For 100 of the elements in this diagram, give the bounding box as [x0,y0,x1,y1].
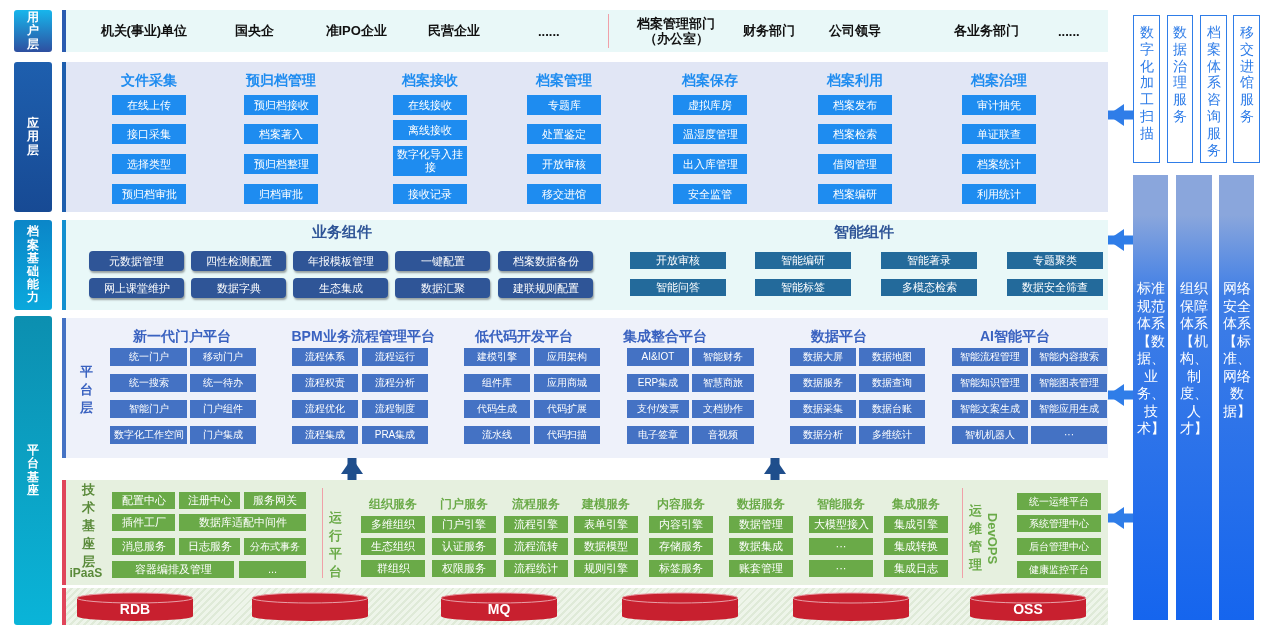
module-box: ··· [809,538,873,555]
module-box: 日志服务 [179,538,240,555]
arrow [1108,104,1133,126]
layer-band [62,318,1108,458]
module-box: 门户引擎 [432,516,496,533]
database-cylinder [251,592,369,622]
module-box: 数据查询 [859,374,925,392]
module-box: 专题库 [527,95,601,115]
module-box: 智能财务 [692,348,754,366]
arrow [764,458,786,480]
section-heading: 组织服务 [369,495,417,513]
module-box: 数字化工作空间 [110,426,187,444]
module-box: 年报模板管理 [293,251,388,271]
arrow [1108,384,1133,406]
module-box: 流程流转 [504,538,568,555]
layer-tab: 应用层 [14,62,52,212]
module-box: 数据服务 [790,374,856,392]
module-box: 开放审核 [527,154,601,174]
module-box: 代码生成 [464,400,530,418]
module-box: 生态集成 [293,278,388,298]
arrow [1108,229,1133,251]
module-box: 档案编研 [818,184,892,204]
module-box: 数据采集 [790,400,856,418]
module-box: 离线接收 [393,120,467,140]
module-box: 数字化导入挂接 [393,146,467,176]
module-box: 智能标签 [755,279,851,296]
module-box: 标签服务 [649,560,713,577]
module-box: 门户集成 [190,426,256,444]
module-box: 智能图表管理 [1031,374,1107,392]
module-box: 处置鉴定 [527,124,601,144]
section-heading: 流程服务 [512,495,560,513]
module-box: 数据台账 [859,400,925,418]
module-box: 档案检索 [818,124,892,144]
module-box: AI&IOT [627,348,689,366]
module-box: 流程分析 [362,374,428,392]
module-box: 归档审批 [244,184,318,204]
module-box: 预归档审批 [112,184,186,204]
module-box: 数据集成 [729,538,793,555]
module-box: 多维组织 [361,516,425,533]
module-box: ··· [809,560,873,577]
module-box: 预归档整理 [244,154,318,174]
module-box: 智慧商旅 [692,374,754,392]
module-box: 智能知识管理 [952,374,1028,392]
module-box: 存储服务 [649,538,713,555]
section-heading: 低代码开发平台 [475,328,573,346]
user-group-label: 国央企 [234,22,274,40]
user-group-label: 财务部门 [743,22,795,40]
storage-band [62,588,1108,625]
module-box: 在线上传 [112,95,186,115]
module-box: 健康监控平台 [1017,561,1101,578]
layer-label: 运行平台 [327,509,343,581]
database-cylinder: OSS [969,592,1087,622]
module-box: 移动门户 [190,348,256,366]
module-box: 数据大屏 [790,348,856,366]
section-heading: 档案保存 [682,72,738,90]
module-box: 集成日志 [884,560,948,577]
database-cylinder [792,592,910,622]
section-heading: BPM业务流程管理平台 [291,328,435,346]
user-group-label: ...... [1058,23,1080,39]
module-box: 智能编研 [755,252,851,269]
layer-tab: 平台基座 [14,316,52,625]
module-box: 网上课堂维护 [89,278,184,298]
section-heading: 档案治理 [971,72,1027,90]
section-heading: 档案利用 [827,72,883,90]
module-box: 账套管理 [729,560,793,577]
module-box: 流程制度 [362,400,428,418]
module-box: 插件工厂 [112,514,175,531]
layer-band [62,480,1108,585]
section-heading: 预归档管理 [246,72,316,90]
module-box: 规则引擎 [574,560,638,577]
module-box: 温湿度管理 [673,124,747,144]
layer-label: 技术基座层 [81,481,95,569]
layer-label: 运维管理 [967,502,983,574]
module-box: 流水线 [464,426,530,444]
module-box: 集成引擎 [884,516,948,533]
module-box: 系统管理中心 [1017,515,1101,532]
module-box: 数据分析 [790,426,856,444]
layer-label: 平台层 [78,363,94,417]
module-box: 智能著录 [881,252,977,269]
layer-tab: 用户层 [14,10,52,52]
module-box: 数据字典 [191,278,286,298]
section-heading: 集成整合平台 [623,328,707,346]
section-heading: 建模服务 [582,495,630,513]
module-box: 档案统计 [962,154,1036,174]
module-box: PRA集成 [362,426,428,444]
module-box: 服务网关 [244,492,306,509]
module-box: 移交进馆 [527,184,601,204]
user-group-label: 各业务部门 [953,22,1019,40]
arrow [1108,507,1133,529]
module-box: 后台管理中心 [1017,538,1101,555]
section-heading: 档案管理 [536,72,592,90]
service-box: 数据治理服务 [1167,15,1193,163]
section-heading: 门户服务 [440,495,488,513]
layer-band [62,220,1108,310]
module-box: 元数据管理 [89,251,184,271]
module-box: 统一门户 [110,348,187,366]
module-box: 统一待办 [190,374,256,392]
module-box: 注册中心 [179,492,240,509]
module-box: 接收记录 [393,184,467,204]
module-box: 智能门户 [110,400,187,418]
